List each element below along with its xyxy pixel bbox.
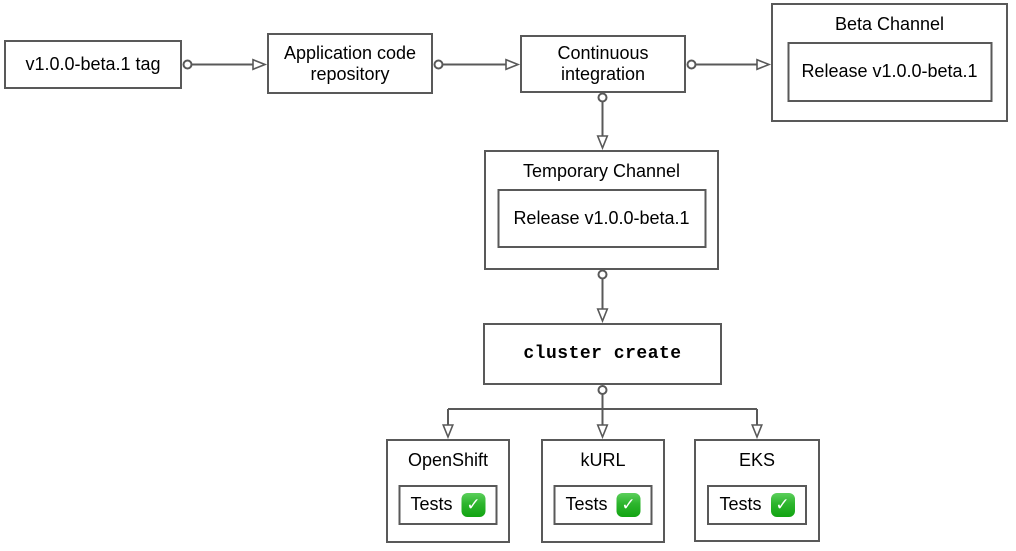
node-eks-tests: Tests ✓ [707,485,807,525]
arrowhead-icon [596,424,609,440]
node-app-code-repository-label: Application code repository [283,42,417,84]
group-beta-channel-title: Beta Channel [834,14,945,34]
check-mark-button-icon: ✓ [770,493,795,517]
group-platform-kurl-title: kURL [580,450,626,470]
arrowhead-icon [751,424,763,440]
node-openshift-tests-label: Tests [410,494,453,515]
node-temporary-release: Release v1.0.0-beta.1 [497,189,706,248]
connector-source-dot [182,59,193,70]
arrowhead-icon [756,58,772,71]
connector-cluster-create-to-platforms [442,385,763,440]
group-temporary-channel-title: Temporary Channel [522,161,681,181]
connector-source-dot [433,59,444,70]
connector-ci-to-temporary-channel [596,92,609,151]
node-cluster-create: cluster create [483,323,722,385]
node-openshift-tests: Tests ✓ [398,485,498,525]
node-continuous-integration: Continuous integration [520,35,686,93]
connector-source-dot [686,59,697,70]
connector-ci-to-beta-channel [686,58,772,71]
connector-tag-to-repo [182,58,268,71]
connector-source-dot [597,269,608,280]
group-platform-openshift: OpenShift Tests ✓ [386,439,510,543]
node-app-code-repository: Application code repository [267,33,433,94]
connector-repo-to-ci [433,58,521,71]
node-temporary-release-label: Release v1.0.0-beta.1 [513,207,690,228]
node-version-tag-label: v1.0.0-beta.1 tag [25,54,161,75]
node-continuous-integration-label: Continuous integration [557,43,649,84]
node-cluster-create-label: cluster create [523,343,682,364]
group-beta-channel: Beta Channel Release v1.0.0-beta.1 [771,3,1008,122]
connector-source-dot [597,92,608,103]
node-eks-tests-label: Tests [719,494,762,515]
node-beta-release-label: Release v1.0.0-beta.1 [801,61,978,82]
connector-line [447,394,758,425]
connector-source-dot [597,385,608,395]
arrowhead-icon [505,58,521,71]
node-kurl-tests: Tests ✓ [553,485,653,525]
node-version-tag: v1.0.0-beta.1 tag [4,40,182,89]
node-kurl-tests-label: Tests [565,494,608,515]
arrowhead-icon [596,135,609,151]
arrowhead-icon [596,308,609,324]
node-beta-release: Release v1.0.0-beta.1 [787,42,992,102]
check-mark-button-icon: ✓ [461,493,486,517]
group-platform-eks: EKS Tests ✓ [694,439,820,542]
group-platform-kurl: kURL Tests ✓ [541,439,665,543]
arrowhead-icon [252,58,268,71]
group-platform-openshift-title: OpenShift [407,450,489,470]
check-mark-button-icon: ✓ [616,493,641,517]
connector-temporary-channel-to-cluster-create [596,269,609,324]
group-platform-eks-title: EKS [738,450,776,470]
group-temporary-channel: Temporary Channel Release v1.0.0-beta.1 [484,150,719,270]
arrowhead-icon [442,424,454,440]
